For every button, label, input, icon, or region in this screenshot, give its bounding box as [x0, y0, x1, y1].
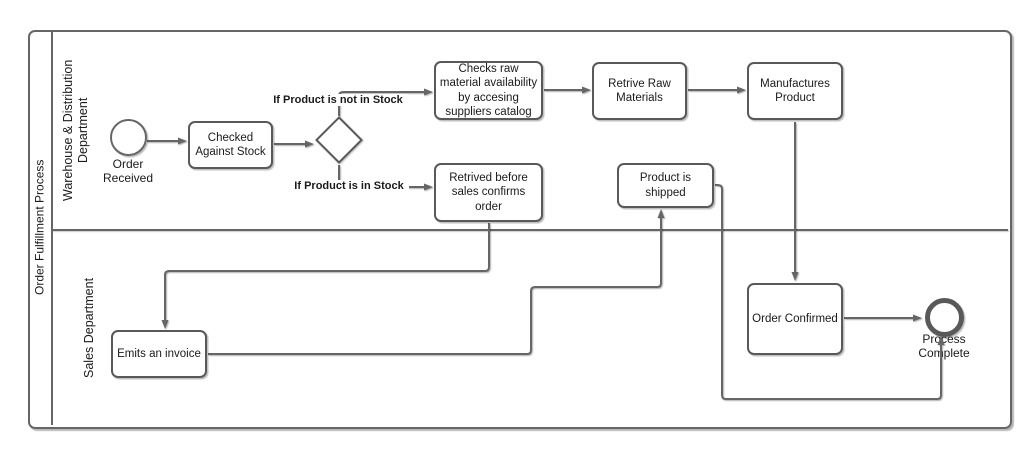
- exclusive-gateway-diamond: [315, 116, 363, 164]
- edge-label-not-in-stock: If Product is not in Stock: [269, 94, 407, 106]
- pool-title-separator: [51, 31, 53, 425]
- start-event-circle: [110, 119, 147, 156]
- process-pool: [28, 30, 1012, 429]
- end-event-circle: [925, 298, 964, 337]
- task-order-confirmed: Order Confirmed: [747, 283, 843, 355]
- lane-label-warehouse: Warehouse & Distribution Department: [61, 59, 90, 201]
- task-retrive-raw-materials: Retrive Raw Materials: [592, 62, 687, 120]
- task-checks-raw-material: Checks raw material availability by acce…: [434, 61, 543, 120]
- start-event-label: Order Received: [102, 157, 154, 185]
- pool-title: Order Fulfillment Process: [32, 159, 47, 296]
- end-event-label: Process Complete: [918, 332, 970, 360]
- task-manufactures-product: Manufactures Product: [747, 62, 843, 120]
- task-product-is-shipped: Product is shipped: [617, 163, 714, 208]
- lane-label-sales: Sales Department: [82, 277, 96, 379]
- task-emits-an-invoice: Emits an invoice: [111, 330, 207, 378]
- edge-label-in-stock: If Product is in Stock: [289, 180, 409, 192]
- lane-divider: [52, 229, 1008, 231]
- task-checked-against-stock: Checked Against Stock: [188, 121, 273, 169]
- task-retrived-before-sales: Retrived before sales confirms order: [434, 163, 543, 222]
